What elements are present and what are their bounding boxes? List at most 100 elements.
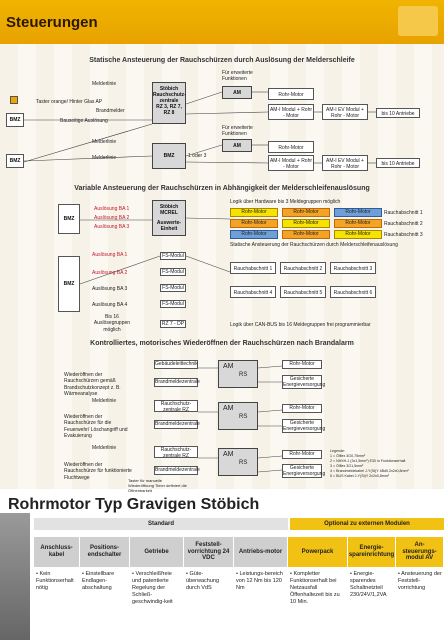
bullet-3: • Verschleißfreie und patentierte Regelu… — [132, 571, 173, 605]
rohr-motor-1: Rohr-Motor — [268, 88, 314, 100]
bauseitige-label: Bauseitige Auslösung — [60, 118, 108, 124]
col-antrieb: Antriebs-motor — [234, 537, 288, 567]
am-box-1: AM — [222, 86, 252, 99]
gesicherte-1: Gesicherte Energieversorgung — [282, 375, 326, 389]
melderlinie-label-2: Melderlinie — [92, 139, 117, 145]
col-getriebe: Getriebe — [130, 537, 184, 567]
grid-2-3: Rohr-Motor — [334, 219, 382, 228]
bmz-box-2: BMZ — [6, 154, 24, 168]
ausl2-ba1: Auslösung BA 1 — [92, 252, 128, 258]
ausl2-ba2: Auslösung BA 2 — [92, 270, 128, 276]
bullet-6: • Kompletter Funktionserhalt bei Netzaus… — [290, 571, 340, 605]
rz7-dp: RZ 7 - DP — [160, 320, 186, 328]
abschnitt-2: Rauchabschnitt 2 — [384, 221, 423, 227]
optional-band: Optional zu externen Modulen — [290, 518, 444, 530]
fs-modul-1: FS-Modul — [160, 252, 186, 260]
product-title: Rohrmotor Typ Gravigen Stöbich — [8, 496, 260, 513]
am-rs-box-3: AM RS — [218, 448, 258, 476]
header-bar: Steuerungen — [0, 0, 444, 44]
taster-note: Taster für manuelle Wiederöffnung Timer … — [128, 478, 187, 493]
statische-sub: Statische Ansteuerung der Rauchschürzen … — [230, 242, 398, 248]
am-box-2: AM — [222, 139, 252, 152]
bullet-7: • Energie-sparendes Schaltnetzteil 230/2… — [350, 571, 387, 598]
ausl-ba1: Auslösung BA 1 — [94, 206, 130, 212]
erw-funktionen-2: Für erweiterte Funktionen — [222, 125, 253, 138]
fs-modul-4: FS-Modul — [160, 300, 186, 308]
legend: Legende: 1 = Ölflex 3G0,75mm² 2 = NHXH-J… — [330, 449, 409, 479]
section2-title: Variable Ansteuerung der Rauchschürzen i… — [74, 185, 370, 192]
stoebich-rz-box: Stöbich Rauchschutz-zentrale RZ 3, RZ 7,… — [152, 82, 186, 124]
header-logo — [398, 6, 438, 36]
abschnitt-3: Rauchabschnitt 3 — [384, 232, 423, 238]
s3-text3: Wiederöffnen der Rauchschürze für funkti… — [64, 462, 132, 481]
grid-1-3: Rohr-Motor — [334, 208, 382, 217]
oder-label: 1 oder 3 — [188, 153, 207, 159]
erw-funktionen-1: Für erweiterte Funktionen — [222, 70, 253, 83]
bmz-center-box: BMZ — [152, 143, 186, 169]
grid-3-2: Rohr-Motor — [282, 230, 330, 239]
ausl-ba3: Auslösung BA 3 — [94, 224, 130, 230]
melderlinie-label: Melderlinie — [92, 81, 117, 87]
bullet-1: • Kein Funktionserhalt nötig — [36, 571, 74, 591]
rohr-motor-2: Rohr-Motor — [268, 141, 314, 153]
grid-1-2: Rohr-Motor — [282, 208, 330, 217]
ra-5: Rauchabschnitt 5 — [280, 286, 326, 298]
grid-2-2: Rohr-Motor — [282, 219, 330, 228]
ra-4: Rauchabschnitt 4 — [230, 286, 276, 298]
fs-modul-3: FS-Modul — [160, 284, 186, 292]
col-feststell: Feststell-vorrichtung 24 VDC — [184, 537, 234, 567]
am-i-modul-2: AM-I Modul + Rohr - Motor — [268, 155, 314, 171]
taster-label: Taster orange/ Hinter Glas AP — [36, 99, 103, 105]
rohr-s3-3: Rohr-Motor — [282, 450, 322, 459]
brandmelde-box-1: Brandmeldezentrale — [154, 378, 200, 387]
ra-1: Rauchabschnitt 1 — [230, 262, 276, 274]
grid-3-3: Rohr-Motor — [334, 230, 382, 239]
standard-band: Standard — [34, 518, 288, 530]
rohr-s3-2: Rohr-Motor — [282, 404, 322, 413]
bis10-2: bis 10 Antriebe — [376, 158, 420, 168]
rz-box-3: Rauchschutz-zentrale RZ — [154, 446, 198, 459]
gesicherte-2: Gesicherte Energieversorgung — [282, 419, 326, 433]
bullet-4: • Güte-überwachung durch VdS — [186, 571, 220, 591]
am-rs-box-1: AM RS — [218, 360, 258, 388]
col-powerpack: Powerpack — [288, 537, 348, 567]
grid-3-1: Rohr-Motor — [230, 230, 278, 239]
fs-modul-2: FS-Modul — [160, 268, 186, 276]
col-energie: Energie-spareinrichtung — [348, 537, 396, 567]
am-i-ev-modul-2: AM-I EV Modul + Rohr - Motor — [322, 155, 368, 171]
can-bus-label: Logik über CAN-BUS bis 16 Meldegruppen f… — [230, 322, 371, 328]
s3-melderlinie-2: Melderlinie — [92, 445, 117, 451]
grid-1-1: Rohr-Motor — [230, 208, 278, 217]
bullet-8: • Ansteuerung der Feststell-vorrichtung — [398, 571, 442, 591]
motor-photo — [0, 513, 30, 640]
bis10-1: bis 10 Antriebe — [376, 108, 420, 118]
rohr-s3-1: Rohr-Motor — [282, 360, 322, 369]
am-rs-box-2: AM RS — [218, 402, 258, 430]
s3-text2: Wiederöffnen der Rauchschürze für die Fe… — [64, 414, 128, 439]
bis16-label: Bis 16 Auslösegruppen möglich — [93, 314, 131, 333]
s3-text1: Wiederöffnen der Rauchschürzen gemäß Bra… — [64, 372, 121, 397]
gebaeude-box-1: Gebäudeleittechnik — [154, 360, 198, 369]
col-ansteuerung: An-steuerungs-modul AV — [396, 537, 444, 567]
section1-title: Statische Ansteuerung der Rauchschürzen … — [89, 57, 355, 64]
gesicherte-3: Gesicherte Energieversorgung — [282, 464, 326, 478]
section3-title: Kontrolliertes, motorisches Wiederöffnen… — [90, 340, 354, 347]
rz-box-2: Rauchschutz-zentrale RZ — [154, 400, 198, 413]
brandmelde-box-3: Brandmeldezentrale — [154, 466, 200, 475]
am-i-ev-modul-1: AM-I EV Modul + Rohr - Motor — [322, 104, 368, 120]
ausl-ba2: Auslösung BA 2 — [94, 215, 130, 221]
am-i-modul-1: AM-I Modul + Rohr - Motor — [268, 104, 314, 120]
page-title: Steuerungen — [6, 14, 98, 31]
s3-melderlinie-1: Melderlinie — [92, 398, 117, 404]
bullet-2: • Einstellbare Endlagen-abschaltung — [82, 571, 115, 591]
ra-2: Rauchabschnitt 2 — [280, 262, 326, 274]
ra-3: Rauchabschnitt 3 — [330, 262, 376, 274]
bmz-box-1: BMZ — [6, 113, 24, 127]
ausl2-ba4: Auslösung BA 4 — [92, 302, 128, 308]
bmz-box-4: BMZ — [58, 256, 80, 312]
logik-hardware: Logik über Hardware bis 3 Meldegruppen m… — [230, 199, 341, 205]
abschnitt-1: Rauchabschnitt 1 — [384, 210, 423, 216]
mcrel-box: Stöbich MCREL Auswerte-Einheit — [152, 200, 186, 236]
ausl2-ba3: Auslösung BA 3 — [92, 286, 128, 292]
brandmelder-label: Brandmelder — [96, 108, 125, 114]
